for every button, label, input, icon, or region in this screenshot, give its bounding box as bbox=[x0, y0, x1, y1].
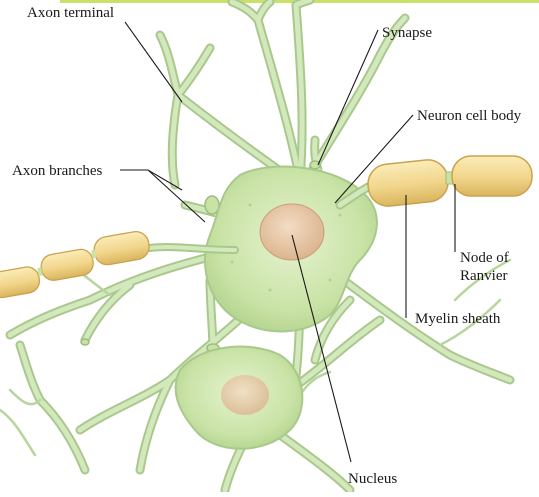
label-nucleus: Nucleus bbox=[348, 471, 397, 487]
label-node-of-ranvier-1: Node of bbox=[460, 250, 509, 266]
myelin-segment bbox=[366, 158, 450, 208]
label-node-of-ranvier-2: Ranvier bbox=[460, 268, 507, 284]
label-axon-branches: Axon branches bbox=[12, 163, 103, 179]
label-synapse: Synapse bbox=[382, 25, 432, 41]
myelin-segment bbox=[452, 156, 532, 196]
label-neuron-cell-body: Neuron cell body bbox=[417, 108, 522, 124]
myelin-segment bbox=[0, 265, 41, 299]
label-axon-terminal: Axon terminal bbox=[27, 5, 114, 21]
second-cell-body bbox=[176, 347, 303, 449]
nucleus bbox=[260, 204, 324, 260]
label-myelin-sheath: Myelin sheath bbox=[415, 311, 501, 327]
myelin-segment bbox=[92, 230, 151, 267]
